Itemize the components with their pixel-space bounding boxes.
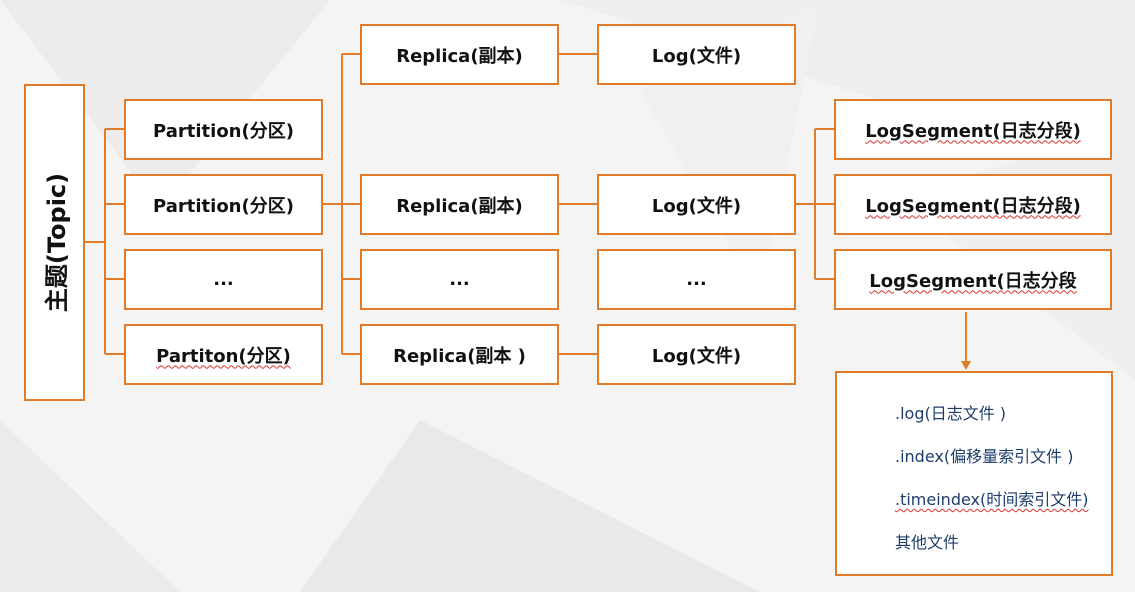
topic-label: 主题(Topic): [43, 172, 71, 313]
log-ellipsis-box: ...: [597, 249, 796, 310]
replica-label: ...: [449, 269, 470, 290]
log-box: Log(文件): [597, 174, 796, 235]
file-item-other: 其他文件: [895, 533, 960, 552]
partition-label: Partiton(分区): [156, 345, 291, 367]
log-label: Log(文件): [651, 195, 742, 217]
log-box: Log(文件): [597, 24, 796, 85]
replica-label: Replica(副本): [396, 45, 523, 67]
log-segment-label: LogSegment(日志分段): [865, 195, 1081, 217]
segment-files-box: .log(日志文件 ) .index(偏移量索引文件 ) .timeindex(…: [835, 371, 1113, 576]
file-item-log: .log(日志文件 ): [895, 404, 1007, 423]
log-segment-label: LogSegment(日志分段: [869, 270, 1077, 292]
log-segment-box: LogSegment(日志分段): [834, 174, 1112, 235]
partition-box: Partition(分区): [124, 174, 323, 235]
arrow-head: [961, 361, 971, 370]
replica-label: Replica(副本 ): [393, 345, 526, 367]
file-item-index: .index(偏移量索引文件 ): [895, 447, 1074, 466]
partition-label: Partition(分区): [153, 195, 294, 217]
partition-label: ...: [213, 269, 234, 290]
replica-box: Replica(副本 ): [360, 324, 559, 385]
log-label: ...: [686, 269, 707, 290]
partition-ellipsis-box: ...: [124, 249, 323, 310]
log-segment-box: LogSegment(日志分段): [834, 99, 1112, 160]
topic-box: 主题(Topic): [24, 84, 85, 401]
partition-box: Partition(分区): [124, 99, 323, 160]
partition-box: Partiton(分区): [124, 324, 323, 385]
file-item-timeindex: .timeindex(时间索引文件): [895, 490, 1089, 509]
replica-label: Replica(副本): [396, 195, 523, 217]
log-label: Log(文件): [651, 45, 742, 67]
log-segment-label: LogSegment(日志分段): [865, 120, 1081, 142]
log-segment-box: LogSegment(日志分段: [834, 249, 1112, 310]
log-box: Log(文件): [597, 324, 796, 385]
replica-ellipsis-box: ...: [360, 249, 559, 310]
partition-label: Partition(分区): [153, 120, 294, 142]
log-label: Log(文件): [651, 345, 742, 367]
replica-box: Replica(副本): [360, 174, 559, 235]
replica-box: Replica(副本): [360, 24, 559, 85]
